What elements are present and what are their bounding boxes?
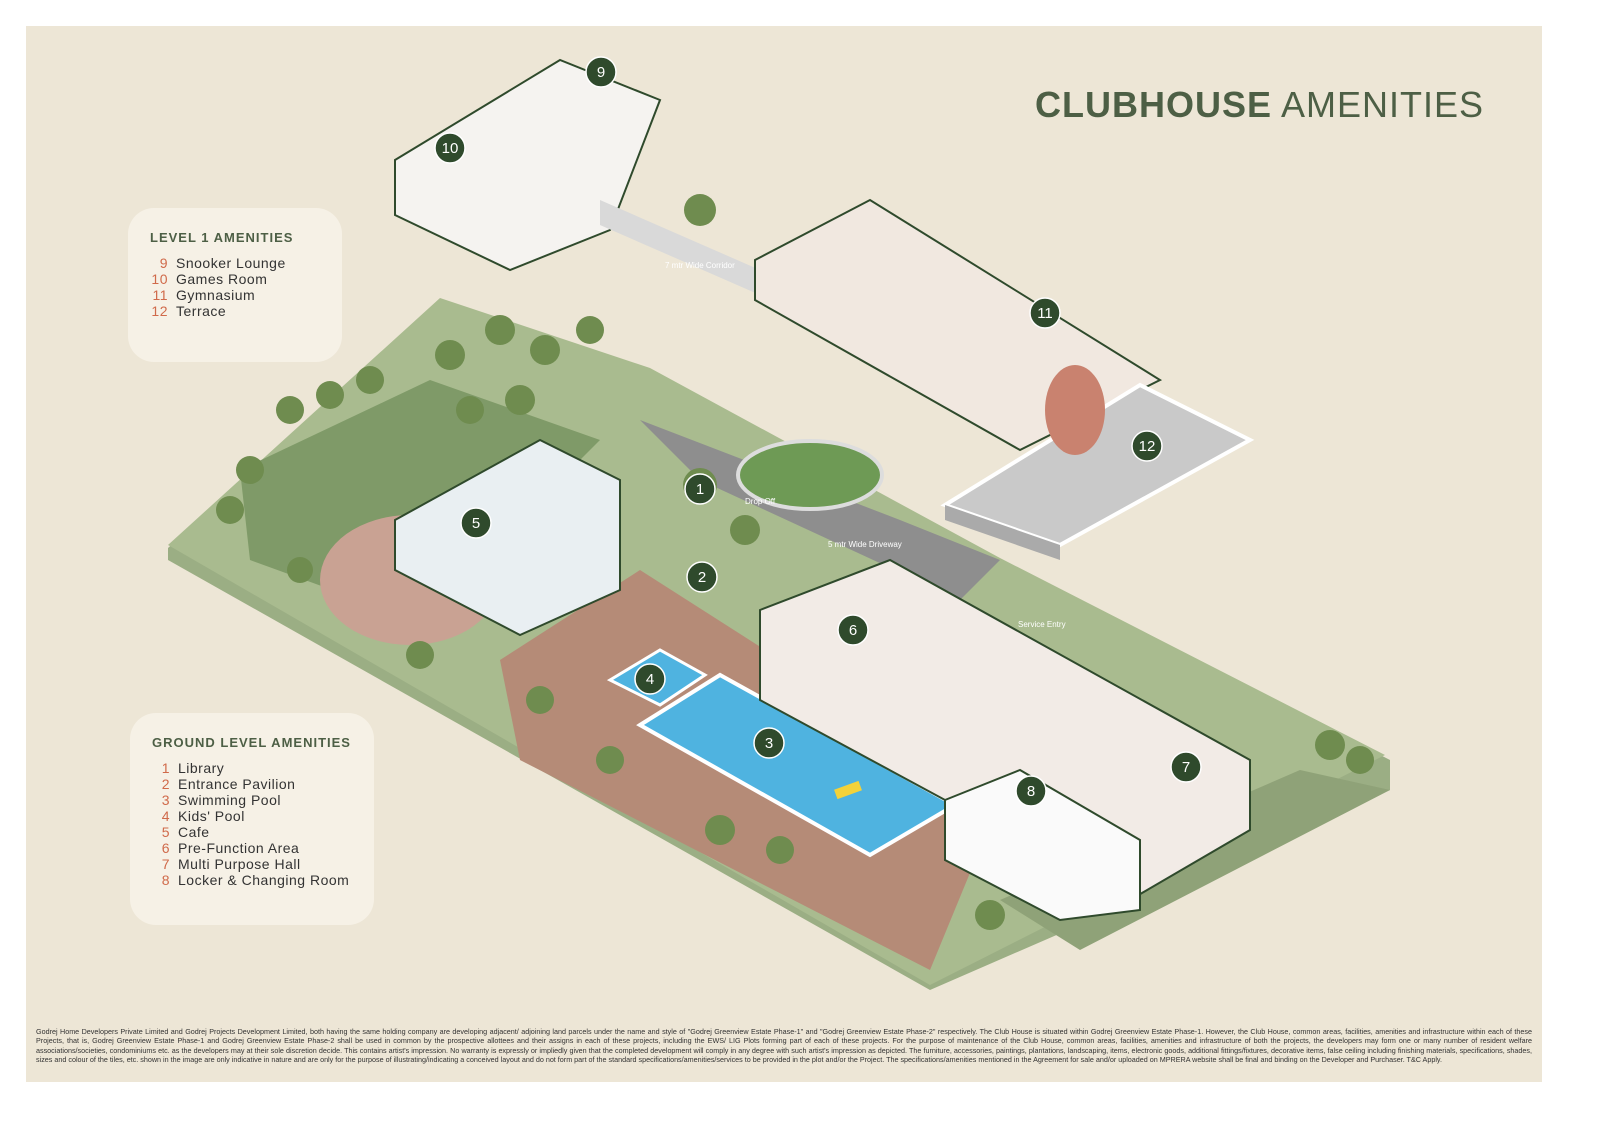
svg-text:3: 3 <box>765 735 773 752</box>
item-number: 10 <box>151 271 168 287</box>
svg-text:7: 7 <box>1182 759 1190 776</box>
item-label: Entrance Pavilion <box>178 776 296 792</box>
marker-12: 12 <box>1131 430 1163 462</box>
item-number: 3 <box>161 792 170 808</box>
corridor <box>600 200 760 295</box>
dropoff-label: Drop Off <box>745 497 776 506</box>
locker-building <box>944 768 1141 922</box>
item-label: Cafe <box>178 824 210 840</box>
item-label: Pre-Function Area <box>178 840 300 856</box>
ground-heading: GROUND LEVEL AMENITIES <box>152 735 351 750</box>
ground-legend: GROUND LEVEL AMENITIES 1 Library 2 Entranc… <box>130 713 374 925</box>
item-number: 1 <box>161 760 170 776</box>
item-number: 4 <box>161 808 170 824</box>
level1-heading: LEVEL 1 AMENITIES <box>150 230 294 245</box>
svg-text:10: 10 <box>442 140 459 157</box>
page-title: CLUBHOUSE AMENITIES <box>1035 84 1484 126</box>
service-entry-label: Service Entry <box>1018 620 1066 629</box>
trees <box>216 194 1374 930</box>
svg-text:5: 5 <box>472 515 480 532</box>
svg-text:9: 9 <box>597 64 605 81</box>
title-light: AMENITIES <box>1281 84 1485 125</box>
legend-item: 12 Terrace <box>150 303 320 319</box>
title-bold: CLUBHOUSE <box>1035 84 1273 125</box>
item-label: Kids' Pool <box>178 808 245 824</box>
svg-text:4: 4 <box>646 671 654 688</box>
marker-1: 1 <box>684 473 716 505</box>
svg-text:1: 1 <box>696 481 704 498</box>
item-number: 9 <box>159 255 168 271</box>
level1-games <box>394 58 662 272</box>
legend-item: 2 Entrance Pavilion <box>152 776 352 792</box>
item-label: Games Room <box>176 271 268 287</box>
svg-text:12: 12 <box>1139 438 1156 455</box>
legend-item: 11 Gymnasium <box>150 287 320 303</box>
marker-9: 9 <box>585 56 617 88</box>
driveway-label: 5 mtr Wide Driveway <box>828 540 902 549</box>
legend-item: 8 Locker & Changing Room <box>152 872 352 888</box>
item-number: 8 <box>161 872 170 888</box>
item-number: 2 <box>161 776 170 792</box>
legend-item: 1 Library <box>152 760 352 776</box>
garden-lawn <box>240 380 600 600</box>
item-number: 12 <box>151 303 168 319</box>
legend-item: 6 Pre-Function Area <box>152 840 352 856</box>
item-label: Library <box>178 760 225 776</box>
marker-3: 3 <box>753 727 785 759</box>
legend-item: 10 Games Room <box>150 271 320 287</box>
item-number: 7 <box>161 856 170 872</box>
item-number: 5 <box>161 824 170 840</box>
marker-8: 8 <box>1015 775 1047 807</box>
item-label: Swimming Pool <box>178 792 281 808</box>
legend-item: 9 Snooker Lounge <box>150 255 320 271</box>
item-label: Gymnasium <box>176 287 256 303</box>
hall-building <box>759 558 1251 902</box>
dropoff-island <box>736 439 884 511</box>
level1-legend: LEVEL 1 AMENITIES 9 Snooker Lounge 10 Game… <box>128 208 342 362</box>
cafe-building <box>394 438 621 637</box>
item-label: Multi Purpose Hall <box>178 856 301 872</box>
svg-text:2: 2 <box>698 569 706 586</box>
svg-text:11: 11 <box>1037 305 1053 322</box>
item-label: Terrace <box>176 303 227 319</box>
svg-text:8: 8 <box>1027 783 1035 800</box>
marker-6: 6 <box>837 614 869 646</box>
marker-5: 5 <box>460 507 492 539</box>
marker-11: 11 <box>1029 297 1061 329</box>
disclaimer-text: Godrej Home Developers Private Limited a… <box>36 1027 1532 1065</box>
item-label: Snooker Lounge <box>176 255 286 271</box>
spiral-stair <box>1045 365 1105 455</box>
item-label: Locker & Changing Room <box>178 872 350 888</box>
marker-10: 10 <box>434 132 466 164</box>
item-number: 11 <box>152 287 168 303</box>
marker-4: 4 <box>634 663 666 695</box>
svg-text:6: 6 <box>849 622 857 639</box>
legend-item: 7 Multi Purpose Hall <box>152 856 352 872</box>
marker-7: 7 <box>1170 751 1202 783</box>
legend-item: 5 Cafe <box>152 824 352 840</box>
corridor-label: 7 mtr Wide Corridor <box>665 261 735 270</box>
legend-item: 3 Swimming Pool <box>152 792 352 808</box>
legend-item: 4 Kids' Pool <box>152 808 352 824</box>
item-number: 6 <box>161 840 170 856</box>
marker-2: 2 <box>686 561 718 593</box>
